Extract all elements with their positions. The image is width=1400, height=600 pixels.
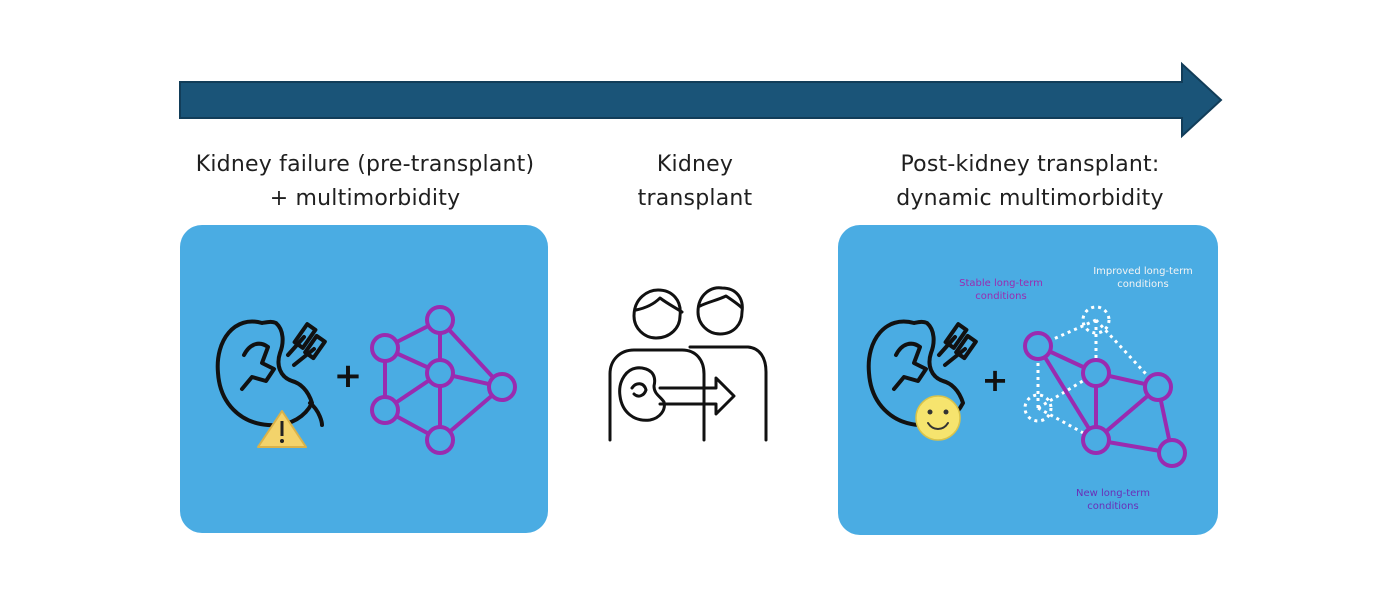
note-line: conditions [975, 291, 1027, 302]
transplant-people-icon [608, 286, 768, 442]
stage-heading-transplant: Kidney transplant [600, 148, 790, 216]
timeline-arrow [179, 61, 1223, 139]
stage-heading-post-transplant: Post-kidney transplant: dynamic multimor… [840, 148, 1220, 216]
new-conditions-label: New long-term conditions [1058, 487, 1168, 513]
network-icon [370, 305, 517, 455]
note-line: conditions [1117, 279, 1169, 290]
stage-heading-pre-transplant: Kidney failure (pre-transplant) + multim… [160, 148, 570, 216]
smiley-icon [915, 395, 961, 441]
note-line: conditions [1087, 501, 1139, 512]
note-line: Improved long-term [1093, 266, 1193, 277]
improved-conditions-label: Improved long-term conditions [1078, 265, 1208, 291]
heading-line: Kidney failure (pre-transplant) [195, 152, 535, 177]
heading-line: Kidney [656, 152, 734, 177]
network-icon [1023, 331, 1187, 468]
heading-line: dynamic multimorbidity [896, 186, 1164, 211]
plus-sign: + [334, 356, 363, 396]
post-transplant-panel: + [838, 225, 1218, 535]
stable-conditions-label: Stable long-term conditions [946, 277, 1056, 303]
heading-line: Post-kidney transplant: [900, 152, 1160, 177]
kidney-icon [866, 319, 978, 428]
note-line: New long-term [1076, 488, 1150, 499]
pre-transplant-panel: + [180, 225, 548, 533]
heading-line: transplant [637, 186, 753, 211]
heading-line: + multimorbidity [269, 186, 461, 211]
kidney-icon [215, 319, 327, 428]
note-line: Stable long-term [959, 278, 1043, 289]
plus-sign: + [982, 361, 1009, 399]
warning-icon [257, 410, 307, 448]
